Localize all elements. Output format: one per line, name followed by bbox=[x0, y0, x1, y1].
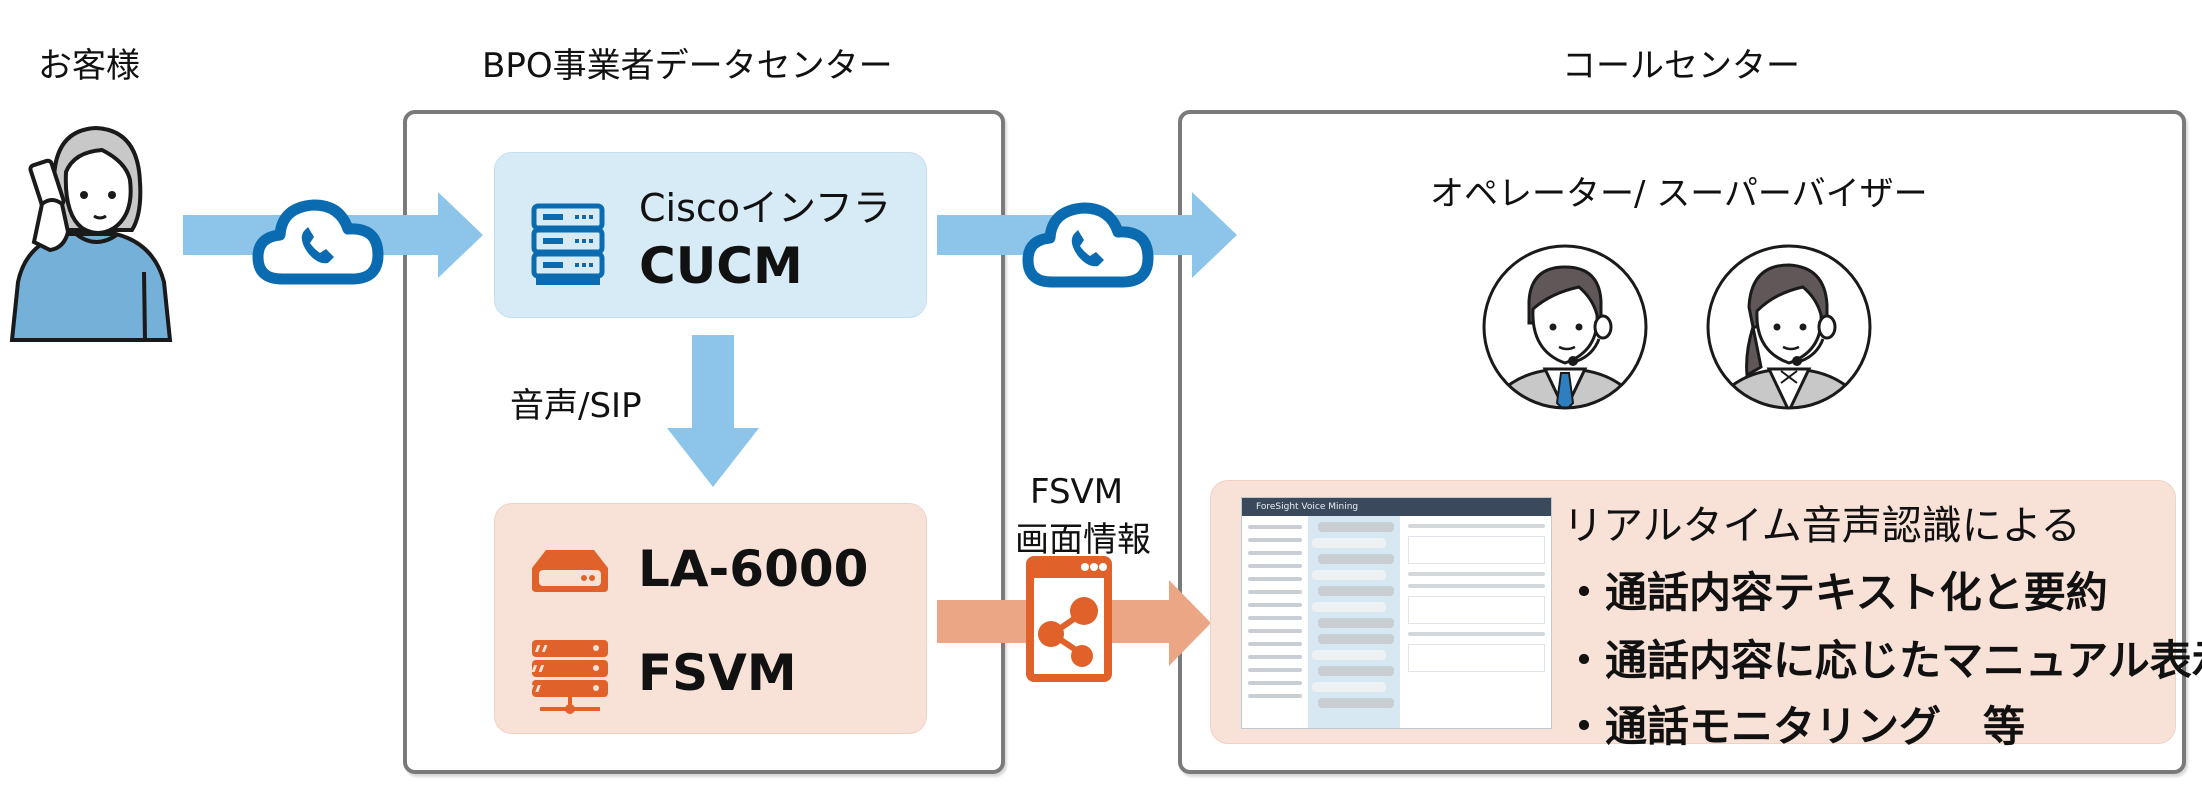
server-rack-icon bbox=[531, 203, 605, 287]
screenshot-detail-pane bbox=[1402, 516, 1551, 728]
screen-info-label: 画面情報 bbox=[1015, 520, 1151, 560]
features-heading: リアルタイム音声認識による bbox=[1563, 503, 2081, 549]
customer-on-phone-icon bbox=[4, 122, 174, 342]
male-operator-avatar-icon bbox=[1481, 243, 1649, 411]
voice-sip-arrow bbox=[667, 335, 759, 487]
realtime-features-panel: ForeSight Voice Mining リアルタイム音声認識による ・通話… bbox=[1210, 480, 2202, 751]
feature-text: 通話モニタリング 等 bbox=[1605, 702, 2026, 751]
feature-item: ・通話内容テキスト化と要約 bbox=[1563, 568, 2108, 617]
feature-item: ・通話内容に応じたマニュアル表示 bbox=[1563, 627, 2202, 688]
operator-supervisor-label: オペレーター/ スーパーバイザー bbox=[1430, 174, 1928, 214]
screenshot-title-bar: ForeSight Voice Mining bbox=[1242, 498, 1551, 516]
cloud-phone-icon bbox=[252, 195, 384, 287]
cisco-infra-label: Ciscoインフラ bbox=[639, 186, 891, 230]
screenshot-transcript bbox=[1308, 516, 1400, 728]
la6000-label: LA-6000 bbox=[638, 540, 869, 598]
screenshot-sidebar bbox=[1242, 516, 1309, 728]
cisco-cucm-node: Ciscoインフラ CUCM bbox=[494, 152, 927, 318]
fsvm-screen-label: FSVM bbox=[1030, 472, 1124, 512]
bpo-datacenter-label: BPO事業者データセンター bbox=[482, 46, 893, 86]
cucm-label: CUCM bbox=[639, 237, 803, 295]
la6000-fsvm-node: LA-6000 FSVM bbox=[494, 503, 927, 734]
share-window-icon bbox=[1026, 556, 1112, 682]
network-server-icon bbox=[528, 638, 610, 716]
feature-text: 通話内容に応じたマニュアル表示 bbox=[1605, 636, 2202, 685]
feature-item: ・通話モニタリング 等 bbox=[1563, 702, 2026, 751]
feature-text: 通話内容テキスト化と要約 bbox=[1605, 568, 2108, 617]
fsvm-label: FSVM bbox=[638, 644, 797, 702]
customer-label: お客様 bbox=[38, 46, 140, 86]
cloud-phone-icon bbox=[1022, 198, 1154, 290]
voice-sip-label: 音声/SIP bbox=[510, 386, 642, 426]
call-center-label: コールセンター bbox=[1562, 46, 1800, 86]
hard-drive-icon bbox=[530, 548, 610, 594]
voice-mining-screenshot: ForeSight Voice Mining bbox=[1241, 497, 1552, 729]
female-operator-avatar-icon bbox=[1705, 243, 1873, 411]
